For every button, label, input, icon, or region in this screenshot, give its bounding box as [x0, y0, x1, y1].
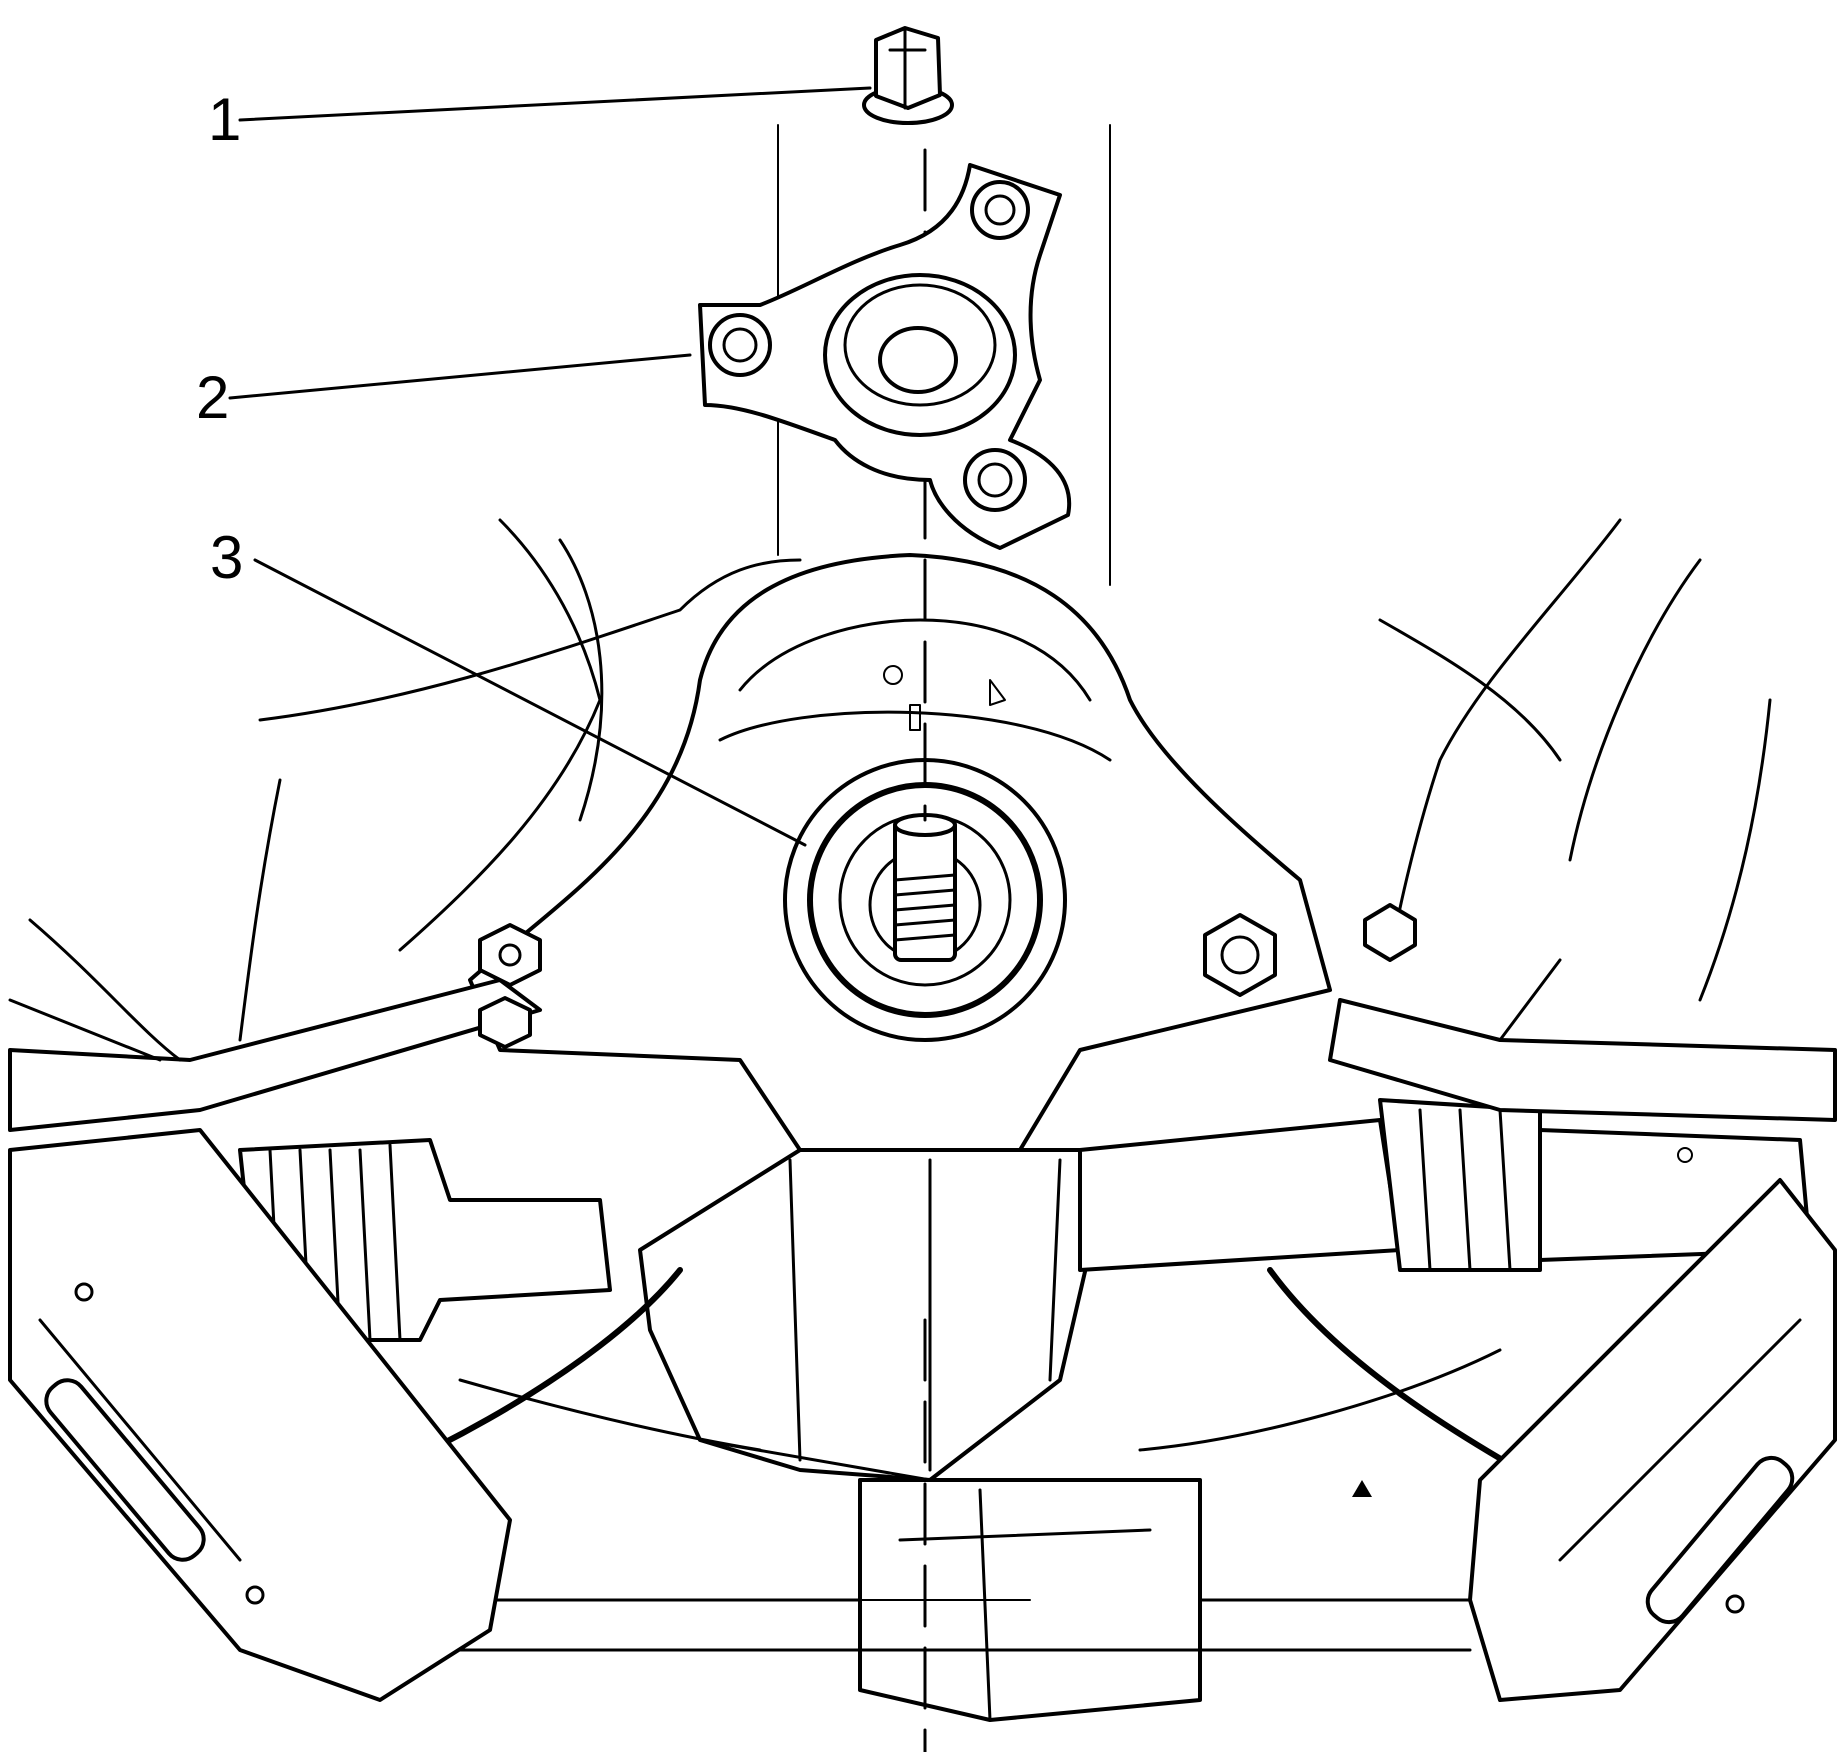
arrow-mark [1352, 1480, 1372, 1497]
right-axle-shaft [1078, 1098, 1812, 1272]
callout-leaders [228, 86, 872, 847]
flange-nut [862, 26, 954, 125]
callout-3: 3 [210, 524, 243, 591]
callout-labels: 1 2 3 [196, 86, 243, 591]
right-housing-bolt [1203, 903, 1417, 997]
left-bracket-bolt [478, 923, 542, 1049]
left-subframe-rail [8, 1128, 512, 1702]
vehicle-structure [8, 518, 1837, 1722]
leader-3 [253, 558, 807, 847]
leader-1 [238, 86, 872, 122]
callout-2: 2 [196, 364, 229, 431]
mount-bracket [698, 163, 1072, 550]
right-subframe-rail [1468, 1178, 1837, 1702]
leader-2 [228, 353, 692, 400]
mount-stud [893, 813, 957, 962]
callout-1: 1 [208, 86, 241, 153]
